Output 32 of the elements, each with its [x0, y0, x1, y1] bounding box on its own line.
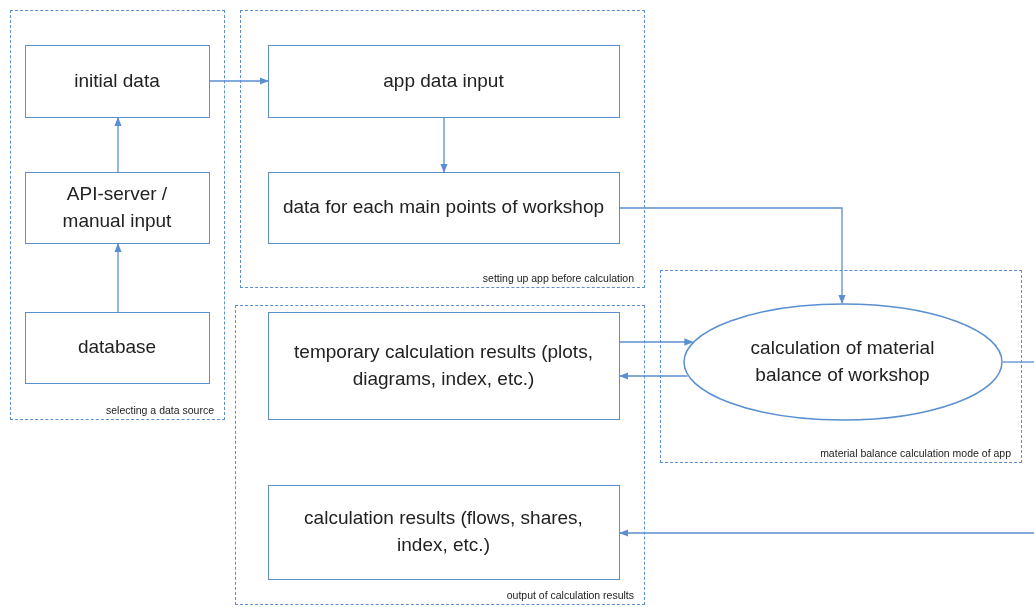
node-label: temporary calculation results (plots, diagrams, index, etc.) — [293, 339, 594, 391]
node-label: app data input — [383, 68, 504, 93]
process-box — [24, 44, 210, 118]
arrow — [619, 338, 694, 346]
process-box — [267, 484, 620, 580]
arrow — [114, 117, 122, 173]
group-label: output of calculation results — [506, 589, 634, 601]
dashed-group-frame — [235, 305, 645, 605]
node-label: data for each main points of workshop — [282, 195, 605, 220]
group-label: setting up app before calculation — [482, 272, 634, 284]
arrow — [619, 529, 1034, 537]
node-label: initial data — [74, 68, 160, 93]
arrow — [440, 117, 448, 173]
process-ellipse — [682, 302, 1003, 421]
node-label: calculation of material balance of workshop — [749, 335, 936, 387]
group-label: material balance calculation mode of app — [820, 447, 1011, 459]
process-box — [267, 171, 620, 244]
group-label: selecting a data source — [106, 404, 214, 416]
arrow — [114, 243, 122, 313]
process-box — [24, 171, 210, 244]
node-label: calculation results (flows, shares, index, etc.) — [303, 506, 584, 557]
process-box — [267, 44, 620, 118]
arrow — [209, 77, 269, 85]
process-box — [24, 311, 210, 384]
node-label: API-server / manual input — [61, 181, 173, 233]
arrow — [619, 207, 846, 304]
dashed-group-frame — [660, 270, 1022, 463]
process-box — [267, 311, 620, 420]
arrow — [619, 372, 689, 380]
node-label: database — [77, 335, 157, 360]
dashed-group-frame — [240, 10, 645, 288]
dashed-group-frame — [10, 10, 225, 420]
